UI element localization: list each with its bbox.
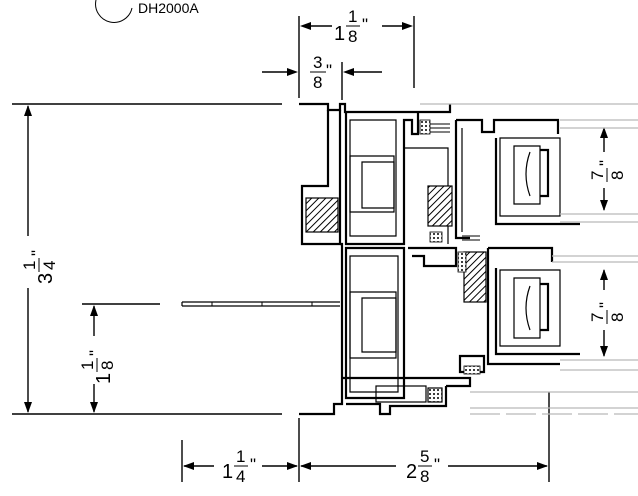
gaskets (305, 185, 487, 403)
bottom-right-unit: " (434, 455, 440, 474)
upper-sash (420, 118, 580, 240)
right-upper-glass-dimension: 7 8 " (588, 127, 627, 211)
callout-circle (95, 0, 133, 23)
left-lower-num: 1 (78, 361, 97, 370)
lower-sash (408, 235, 580, 374)
top-overall-den: 8 (348, 27, 357, 46)
jamb-profile (299, 102, 472, 416)
bottom-left-den: 4 (236, 467, 245, 486)
gasket-left (305, 197, 339, 233)
left-height-dimension: 3 1 4 " (12, 103, 282, 415)
top-overall-whole: 1 (334, 23, 345, 45)
bottom-right-num: 5 (420, 447, 429, 466)
bottom-right-whole: 2 (406, 461, 417, 483)
gasket-bottom (427, 387, 443, 403)
right-upper-num: 7 (588, 171, 607, 180)
left-lower-whole: 1 (93, 373, 115, 384)
top-small-num: 3 (313, 53, 322, 72)
left-lower-den: 8 (98, 361, 117, 370)
wall-flange (181, 301, 340, 307)
right-upper-den: 8 (608, 171, 627, 180)
right-upper-unit: " (596, 160, 615, 166)
callout-code: DH2000A (138, 0, 199, 16)
left-height-unit: " (28, 250, 47, 256)
right-lower-num: 7 (588, 313, 607, 322)
bottom-left-unit: " (250, 455, 256, 474)
top-small-dimension: 3 8 " (262, 53, 382, 100)
top-overall-unit: " (362, 15, 368, 34)
bottom-left-dimension: 1 1 4 " (181, 418, 300, 486)
glass-lines (420, 103, 638, 415)
left-height-num: 1 (20, 261, 39, 270)
bottom-right-dimension: 2 5 8 " (300, 392, 550, 486)
gasket-lower-mid (463, 251, 487, 303)
top-small-den: 8 (313, 73, 322, 92)
gasket-upper-mid (427, 185, 453, 227)
bottom-right-den: 8 (420, 467, 429, 486)
top-small-unit: " (326, 61, 332, 80)
right-lower-den: 8 (608, 313, 627, 322)
left-lower-dimension: 1 1 8 " (78, 303, 160, 413)
detail-callout: DH2000A (95, 0, 199, 23)
bottom-weep (375, 385, 427, 403)
left-height-whole: 3 (35, 273, 57, 284)
right-lower-glass-dimension: 7 8 " (588, 269, 627, 357)
right-lower-unit: " (596, 302, 615, 308)
bottom-left-num: 1 (236, 447, 245, 466)
left-lower-unit: " (86, 350, 105, 356)
left-height-den: 4 (40, 261, 59, 270)
bottom-left-whole: 1 (222, 461, 233, 483)
weatherstrips (419, 119, 481, 375)
top-overall-num: 1 (348, 7, 357, 26)
top-overall-dimension: 1 1 8 " (298, 7, 415, 98)
